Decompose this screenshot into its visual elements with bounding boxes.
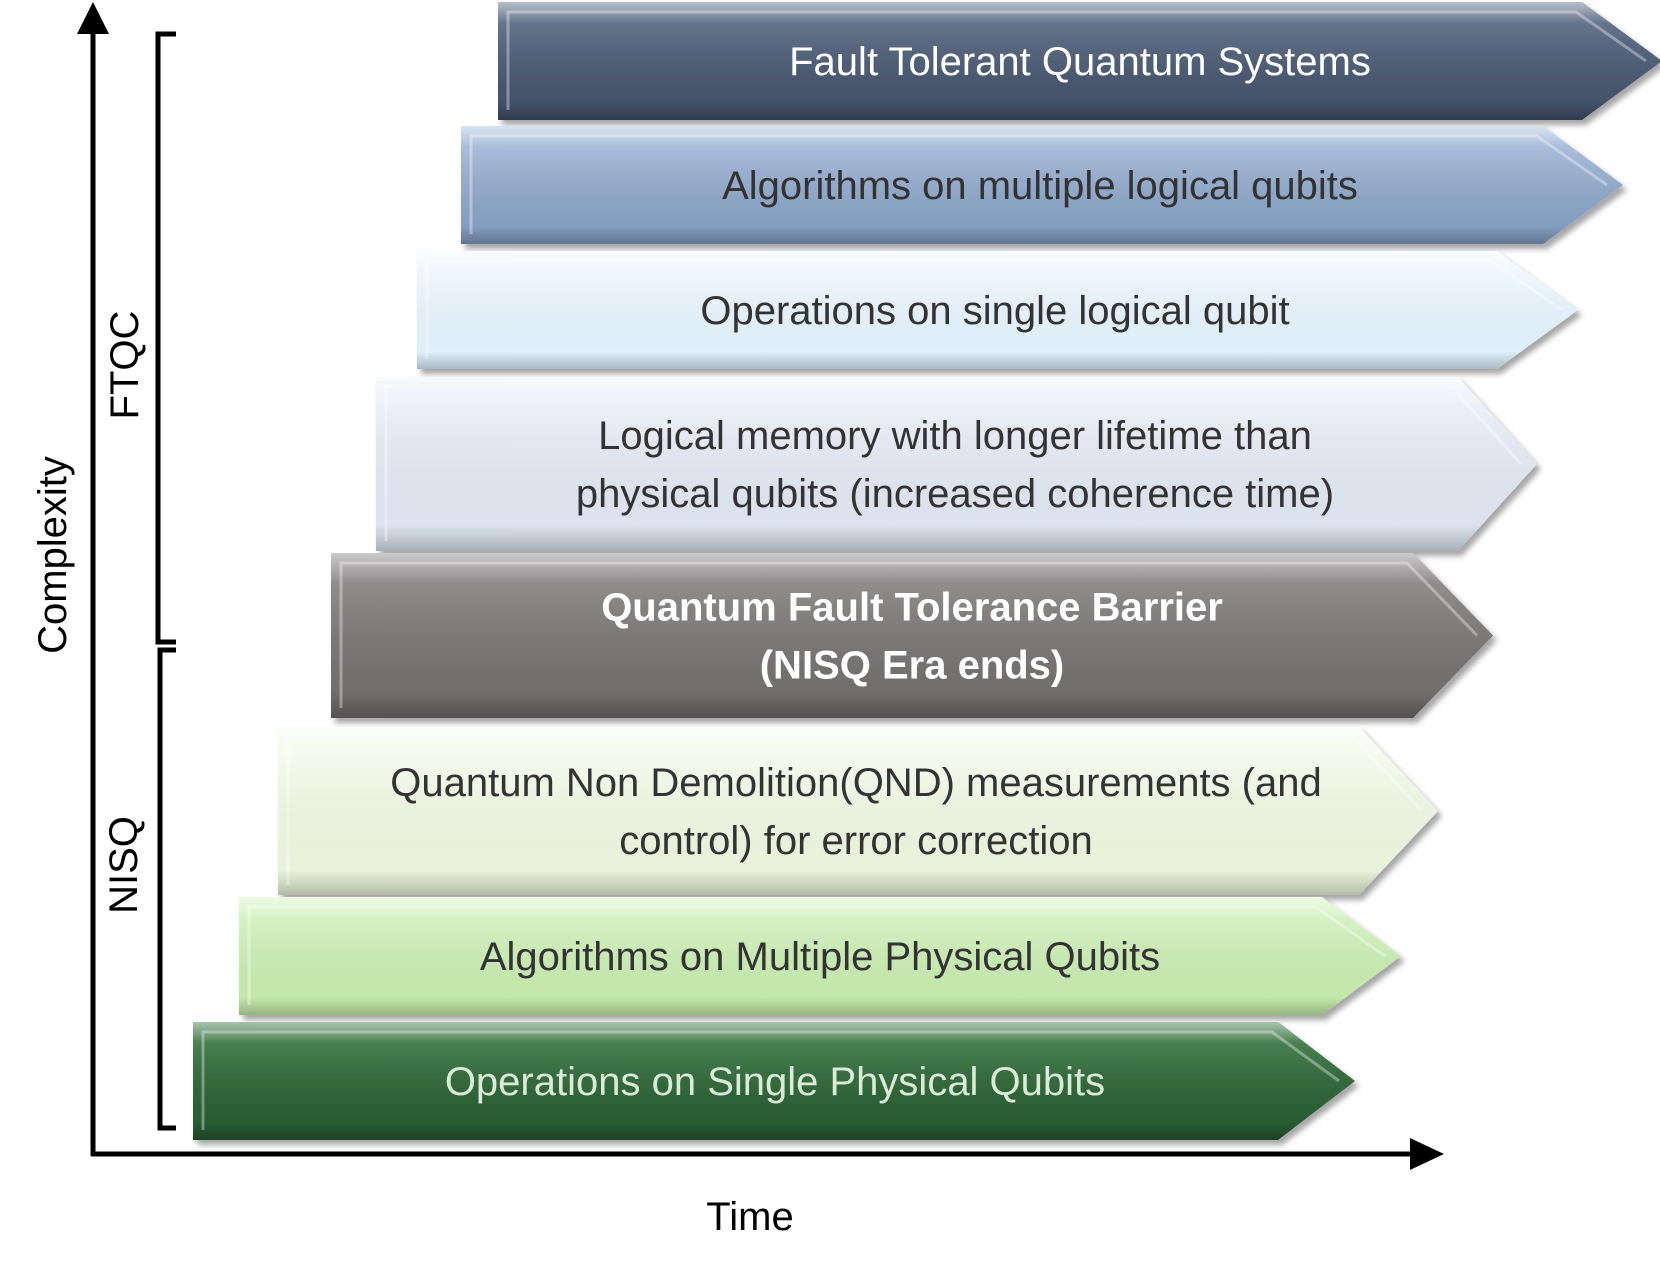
stage-arrow-bevel — [417, 251, 1578, 369]
stage-label-line: Fault Tolerant Quantum Systems — [789, 40, 1371, 84]
stage-arrow: Algorithms on Multiple Physical Qubits — [239, 897, 1401, 1015]
stage-arrow-bevel — [239, 897, 1401, 1015]
stage-arrow-highlight — [247, 905, 1386, 1005]
stage-arrows: Fault Tolerant Quantum SystemsAlgorithms… — [193, 2, 1660, 1140]
stage-label-line: (NISQ Era ends) — [760, 644, 1065, 688]
x-axis — [91, 1138, 1444, 1170]
stage-label-line: Operations on single logical qubit — [700, 289, 1289, 333]
stage-arrow-highlight — [201, 1030, 1340, 1130]
y-axis-arrowhead — [77, 2, 109, 34]
stage-label-line: control) for error correction — [619, 819, 1092, 863]
stage-arrow-bevel — [461, 126, 1623, 244]
nisq-bracket — [157, 647, 176, 1131]
stage-arrow: Quantum Non Demolition(QND) measurements… — [278, 727, 1438, 895]
stage-arrow-highlight — [469, 134, 1608, 234]
stage-arrow-bevel — [331, 553, 1493, 718]
stage-arrow: Quantum Fault Tolerance Barrier (NISQ Era… — [331, 553, 1493, 718]
x-axis-label: Time — [706, 1195, 793, 1239]
stage-arrow: Operations on Single Physical Qubits — [193, 1022, 1355, 1140]
y-axis — [77, 2, 109, 1156]
ftqc-label: FTQC — [103, 311, 147, 420]
stage-label-line: Operations on Single Physical Qubits — [445, 1060, 1105, 1104]
stage-label-line: Quantum Non Demolition(QND) measurements… — [390, 761, 1321, 805]
stage-arrow: Operations on single logical qubit — [417, 251, 1578, 369]
stage-label-line: Quantum Fault Tolerance Barrier — [601, 586, 1223, 630]
stage-label-line: Algorithms on multiple logical qubits — [722, 164, 1358, 208]
stage-arrow-highlight — [384, 385, 1523, 541]
stage-arrow-bevel — [193, 1022, 1355, 1140]
stage-arrow: Fault Tolerant Quantum Systems — [498, 2, 1660, 120]
stage-arrow-bevel — [376, 377, 1537, 551]
stage-arrow-highlight — [286, 735, 1424, 885]
stage-arrow-highlight — [339, 561, 1479, 708]
stage-arrow-highlight — [506, 10, 1647, 110]
x-axis-arrowhead — [1410, 1138, 1444, 1170]
ftqc-bracket — [155, 31, 176, 645]
stage-arrow: Logical memory with longer lifetime than… — [376, 377, 1537, 551]
nisq-label: NISQ — [102, 816, 146, 914]
stage-label-line: Logical memory with longer lifetime than — [598, 414, 1312, 458]
y-axis-label: Complexity — [31, 456, 75, 654]
stage-label-line: physical qubits (increased coherence tim… — [576, 472, 1334, 516]
stage-arrow: Algorithms on multiple logical qubits — [461, 126, 1623, 244]
stage-label-line: Algorithms on Multiple Physical Qubits — [480, 935, 1160, 979]
stage-arrow-bevel — [498, 2, 1660, 120]
stage-arrow-highlight — [425, 259, 1563, 359]
stage-arrow-bevel — [278, 727, 1438, 895]
